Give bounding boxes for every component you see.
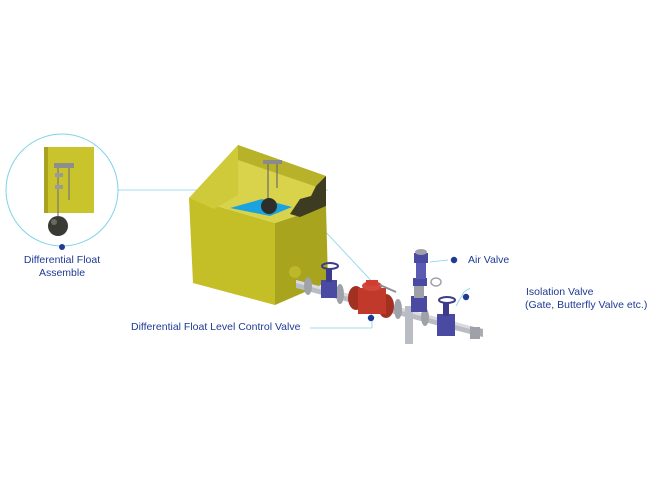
marker-dot-icon: [59, 244, 65, 250]
label-control-valve: Differential Float Level Control Valve: [131, 321, 301, 333]
label-isolation-line2: (Gate, Butterfly Valve etc.): [525, 299, 648, 311]
label-isolation-line1: Isolation Valve: [526, 286, 594, 298]
control-valve: [348, 280, 397, 318]
leader-air-valve: [429, 259, 449, 263]
isolation-valve-1: [321, 262, 339, 298]
tank-right-face: [275, 206, 328, 305]
label-float-line1: Differential Float: [23, 254, 101, 266]
leader-tank-to-valve: [321, 227, 379, 289]
float-detail-inset: [5, 133, 119, 247]
tank-inner-wall-left: [189, 145, 238, 209]
marker-dot-icon: [367, 314, 375, 322]
isolation-valve-2: [437, 296, 456, 336]
float-ball-icon: [48, 216, 68, 236]
tank-float-ball-icon: [261, 198, 277, 214]
leader-isolation-valve: [455, 287, 471, 307]
marker-dot-icon: [450, 256, 458, 264]
label-air-valve: Air Valve: [468, 254, 510, 266]
tank-back-wall: [238, 145, 326, 190]
tank-left-face: [189, 198, 275, 305]
tank-cut-edge: [290, 176, 326, 217]
air-valve-assembly: [411, 249, 442, 312]
marker-dot-icon: [462, 293, 470, 301]
label-float-line2: Assemble: [38, 267, 86, 279]
label-differential-float-assemble: Differential Float Assemble: [14, 254, 110, 280]
label-isolation-valve: Isolation Valve (Gate, Butterfly Valve e…: [525, 286, 648, 312]
markers: [59, 244, 470, 322]
tank: [189, 145, 328, 305]
